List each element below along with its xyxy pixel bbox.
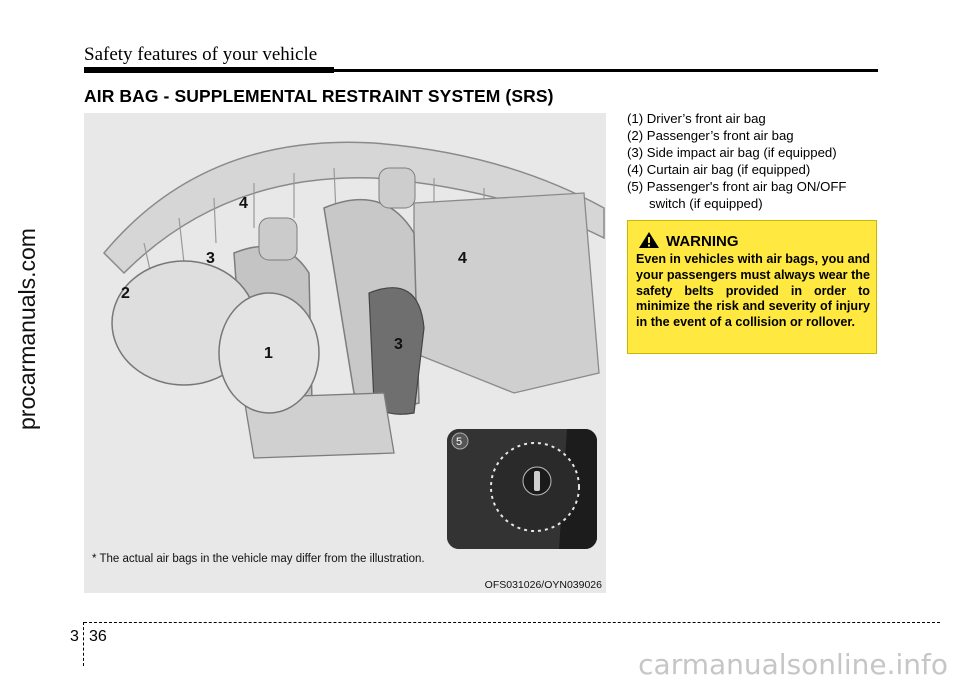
label-4-right: 4 [458, 250, 467, 267]
label-1: 1 [264, 345, 273, 362]
list-item: (1) Driver’s front air bag [627, 110, 846, 127]
airbag-list: (1) Driver’s front air bag (2) Passenger… [627, 110, 846, 212]
header-rule-accent [84, 67, 334, 73]
label-2: 2 [121, 285, 130, 302]
warning-triangle-icon [638, 231, 660, 249]
footer-rule [84, 622, 940, 623]
chapter-number: 3 [70, 628, 79, 646]
figure-caption: * The actual air bags in the vehicle may… [92, 553, 425, 565]
warning-heading: WARNING [666, 233, 739, 250]
onoff-switch-inset: 5 [447, 429, 597, 549]
footer-divider [83, 622, 84, 666]
list-item: (2) Passenger’s front air bag [627, 127, 846, 144]
section-title: AIR BAG - SUPPLEMENTAL RESTRAINT SYSTEM … [84, 86, 554, 107]
figure-code: OFS031026/OYN039026 [485, 579, 602, 591]
switch-drawing: 5 [447, 429, 597, 549]
inset-label-5: 5 [456, 436, 462, 448]
warning-box: WARNING Even in vehicles with air bags, … [627, 220, 877, 354]
label-3-right: 3 [394, 336, 403, 353]
list-item: (4) Curtain air bag (if equipped) [627, 161, 846, 178]
page-number: 36 [89, 628, 107, 646]
label-3-left: 3 [206, 250, 215, 267]
watermark-left: procarmanuals.com [14, 228, 41, 430]
label-4-left: 4 [239, 195, 248, 212]
list-item: (5) Passenger's front air bag ON/OFF [627, 178, 846, 195]
header-title: Safety features of your vehicle [84, 44, 317, 66]
watermark-bottom: carmanualsonline.info [638, 648, 948, 681]
warning-text: Even in vehicles with air bags, you and … [636, 252, 870, 331]
airbag-illustration: 4 3 2 1 4 3 5 * The actual air bags in t… [84, 113, 606, 593]
list-item-continuation: switch (if equipped) [627, 195, 846, 212]
list-item: (3) Side impact air bag (if equipped) [627, 144, 846, 161]
